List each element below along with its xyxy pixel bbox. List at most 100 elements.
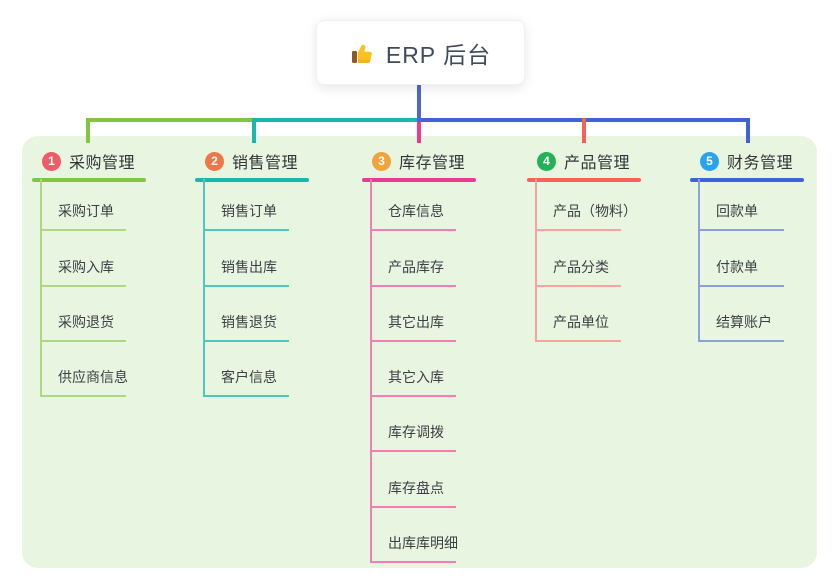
node-underline [698,229,784,232]
branch-underline [32,178,146,182]
node-label: 产品分类 [553,258,609,275]
node-underline [203,339,289,342]
node-label: 产品（物料） [553,203,637,220]
node-label: 销售出库 [221,258,277,275]
branch-children: 产品（物料） 产品分类 产品单位 [527,176,687,342]
node-underline [535,229,621,232]
branch-children: 回款单 付款单 结算账户 [690,176,839,342]
node-underline [370,229,456,232]
node-underline [535,339,621,342]
mindmap-panel [22,136,817,568]
branch-label: 销售管理 [232,155,299,172]
node-underline [370,561,456,564]
branch-title-sales[interactable]: 2 销售管理 [195,150,355,172]
tree-node[interactable]: 销售退货 [195,287,355,342]
branch-spine-line [535,179,537,342]
node-underline [203,229,289,232]
node-label: 采购入库 [58,258,114,275]
branch-label: 产品管理 [564,155,631,172]
branch-purchase: 1 采购管理 采购订单 采购入库 采购退货 供应商信息 [32,150,192,398]
node-underline [698,339,784,342]
branch-sales: 2 销售管理 销售订单 销售出库 销售退货 客户信息 [195,150,355,398]
tree-node[interactable]: 出库库明细 [362,508,522,564]
tree-node[interactable]: 采购订单 [32,176,192,232]
tree-node[interactable]: 结算账户 [690,287,839,342]
branch-title-product[interactable]: 4 产品管理 [527,150,687,172]
root-label: ERP 后台 [385,41,492,68]
tree-node[interactable]: 供应商信息 [32,342,192,398]
root-node[interactable]: ERP 后台 [316,20,525,85]
tree-node[interactable]: 采购退货 [32,287,192,342]
node-label: 其它入库 [388,369,444,386]
branch-label: 库存管理 [399,155,466,172]
node-label: 其它出库 [388,313,444,330]
tree-node[interactable]: 回款单 [690,176,839,232]
branch-label: 财务管理 [727,155,794,172]
node-underline [535,284,621,287]
tree-node[interactable]: 销售出库 [195,231,355,287]
branch-number-badge: 5 [700,151,719,171]
branch-underline [195,178,309,182]
node-label: 客户信息 [221,369,277,386]
branch-number-badge: 3 [372,151,391,171]
node-underline [203,395,289,398]
node-label: 库存调拨 [388,424,444,441]
connector-drop-sales [252,118,256,143]
branch-underline [527,178,641,182]
branch-spine-line [40,179,42,397]
node-label: 采购订单 [58,203,114,220]
node-label: 库存盘点 [388,479,444,496]
node-underline [370,505,456,508]
branch-children: 采购订单 采购入库 采购退货 供应商信息 [32,176,192,398]
tree-node[interactable]: 客户信息 [195,342,355,398]
tree-node[interactable]: 销售订单 [195,176,355,232]
branch-children: 仓库信息 产品库存 其它出库 其它入库 库存调拨 库存盘点 出库库明细 [362,176,522,564]
node-underline [370,284,456,287]
node-label: 出库库明细 [388,535,458,552]
node-underline [40,395,126,398]
connector-drop-inventory [417,118,421,143]
tree-node[interactable]: 产品（物料） [527,176,687,232]
branch-finance: 5 财务管理 回款单 付款单 结算账户 [690,150,839,342]
tree-node[interactable]: 产品分类 [527,231,687,287]
node-label: 供应商信息 [58,369,128,386]
branch-title-purchase[interactable]: 1 采购管理 [32,150,192,172]
connector-drop-purchase [86,118,90,143]
connector-horizontal-purchase [86,118,252,122]
branch-label: 采购管理 [69,155,136,172]
branch-title-finance[interactable]: 5 财务管理 [690,150,839,172]
node-underline [370,450,456,453]
node-label: 仓库信息 [388,203,444,220]
branch-product: 4 产品管理 产品（物料） 产品分类 产品单位 [527,150,687,342]
branch-spine-line [370,179,372,563]
branch-title-inventory[interactable]: 3 库存管理 [362,150,522,172]
tree-node[interactable]: 采购入库 [32,231,192,287]
node-label: 产品单位 [553,313,609,330]
node-underline [40,229,126,232]
tree-node[interactable]: 仓库信息 [362,176,522,232]
branch-spine-line [203,179,205,397]
thumbs-up-icon [350,40,376,66]
connector-drop-finance [746,118,750,143]
tree-node[interactable]: 产品库存 [362,231,522,287]
node-underline [203,284,289,287]
node-underline [370,395,456,398]
node-label: 付款单 [716,258,758,275]
connector-root-line [417,83,421,122]
tree-node[interactable]: 库存调拨 [362,397,522,453]
node-label: 回款单 [716,203,758,220]
node-underline [370,339,456,342]
tree-node[interactable]: 其它入库 [362,342,522,398]
connector-horizontal-sales [252,118,419,122]
tree-node[interactable]: 库存盘点 [362,452,522,508]
connector-drop-product [582,118,586,143]
branch-underline [690,178,804,182]
branch-children: 销售订单 销售出库 销售退货 客户信息 [195,176,355,398]
tree-node[interactable]: 付款单 [690,231,839,287]
tree-node[interactable]: 产品单位 [527,287,687,342]
branch-number-badge: 1 [42,151,61,171]
tree-node[interactable]: 其它出库 [362,287,522,342]
branch-underline [362,178,476,182]
branch-spine-line [698,179,700,342]
branch-number-badge: 2 [205,151,224,171]
